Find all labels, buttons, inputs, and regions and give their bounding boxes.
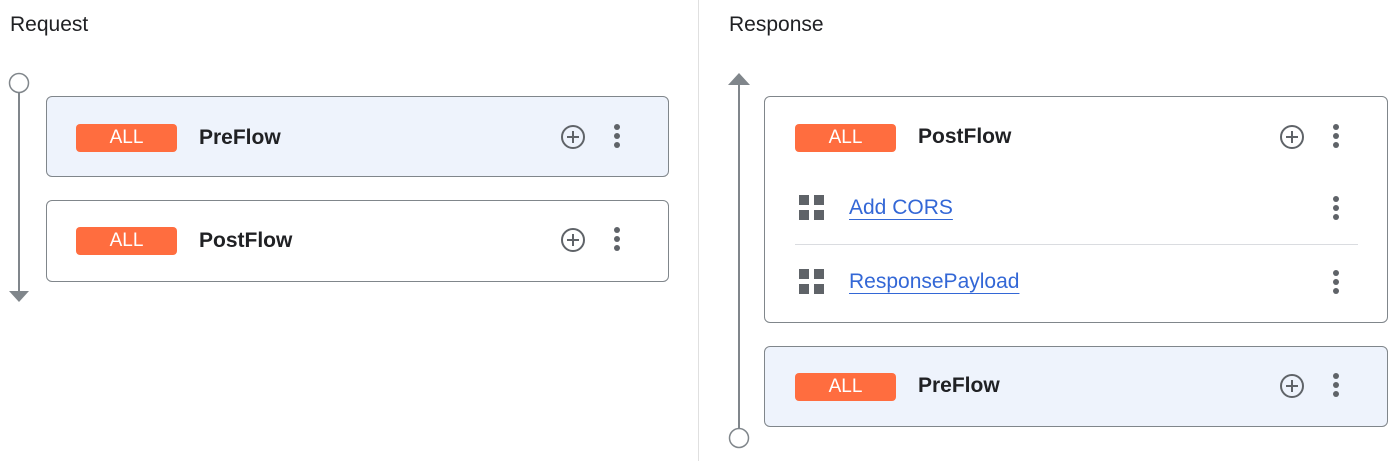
method-badge: ALL (795, 373, 896, 401)
flow-name: PostFlow (918, 125, 1012, 148)
response-postflow-card[interactable]: ALL PostFlow Add CORS ResponsePayload (764, 96, 1388, 323)
add-step-icon[interactable] (561, 228, 585, 252)
panel-divider (698, 0, 699, 461)
add-step-icon[interactable] (561, 125, 585, 149)
request-preflow-card[interactable]: ALL PreFlow (46, 96, 669, 177)
flow-name: PostFlow (199, 229, 293, 252)
response-preflow-card[interactable]: ALL PreFlow (764, 346, 1388, 427)
flow-name: PreFlow (918, 374, 1000, 397)
request-postflow-card[interactable]: ALL PostFlow (46, 200, 669, 282)
arrow-down-icon (9, 291, 29, 302)
method-badge: ALL (76, 227, 177, 255)
add-step-icon[interactable] (1280, 125, 1304, 149)
more-options-icon[interactable] (613, 227, 621, 253)
add-step-icon[interactable] (1280, 374, 1304, 398)
request-title: Request (10, 13, 89, 36)
response-title: Response (729, 13, 824, 36)
policy-icon (799, 269, 824, 294)
flow-name: PreFlow (199, 126, 281, 149)
method-badge: ALL (76, 124, 177, 152)
more-options-icon[interactable] (1332, 373, 1340, 399)
policy-icon (799, 195, 824, 220)
more-options-icon[interactable] (613, 124, 621, 150)
step-link-add-cors[interactable]: Add CORS (849, 196, 953, 219)
step-more-options-icon[interactable] (1332, 270, 1340, 296)
request-timeline (8, 72, 30, 302)
step-link-response-payload[interactable]: ResponsePayload (849, 270, 1020, 293)
method-badge: ALL (795, 124, 896, 152)
more-options-icon[interactable] (1332, 124, 1340, 150)
arrow-up-icon (728, 73, 750, 85)
step-divider (795, 244, 1358, 245)
response-timeline (728, 73, 750, 449)
step-more-options-icon[interactable] (1332, 196, 1340, 222)
